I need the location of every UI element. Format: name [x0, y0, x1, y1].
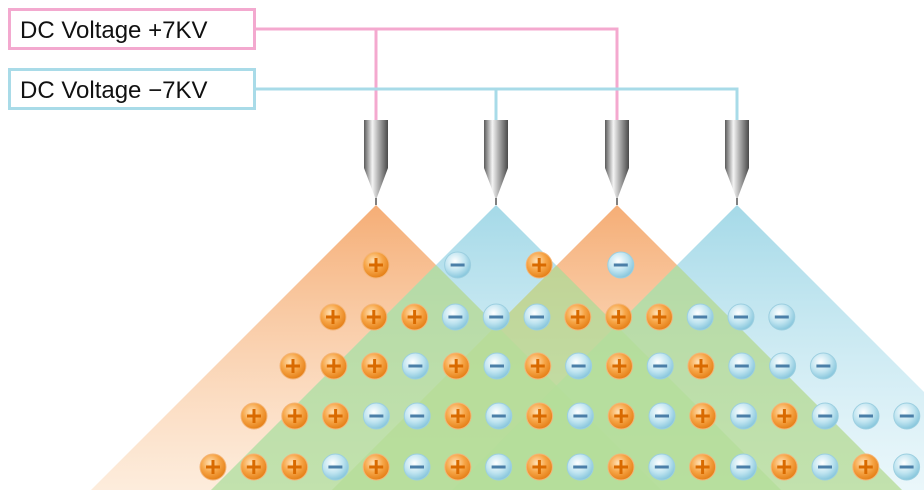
- plus-circle-icon: [362, 251, 390, 279]
- minus-circle-icon: [646, 352, 674, 380]
- plus-circle-icon: [361, 352, 389, 380]
- plus-circle-icon: [199, 453, 227, 481]
- emitter-needle-icon: [364, 120, 388, 205]
- minus-circle-icon: [441, 303, 469, 331]
- nozzles: [364, 120, 749, 205]
- plus-circle-icon: [442, 352, 470, 380]
- minus-circle-icon: [686, 303, 714, 331]
- minus-circle-icon: [403, 453, 431, 481]
- plus-circle-icon: [281, 402, 309, 430]
- minus-circle-icon: [485, 453, 513, 481]
- plus-circle-icon: [444, 453, 472, 481]
- minus-circle-icon: [648, 453, 676, 481]
- minus-circle-icon: [769, 352, 797, 380]
- minus-circle-icon: [401, 352, 429, 380]
- emitter-needle-icon: [484, 120, 508, 205]
- minus-circle-icon: [648, 402, 676, 430]
- plus-circle-icon: [605, 352, 633, 380]
- plus-circle-icon: [526, 402, 554, 430]
- minus-circle-icon: [729, 453, 757, 481]
- minus-circle-icon: [566, 453, 594, 481]
- minus-circle-icon: [485, 402, 513, 430]
- minus-circle-icon: [321, 453, 349, 481]
- ions: [199, 251, 921, 481]
- minus-circle-icon: [566, 402, 594, 430]
- plus-circle-icon: [279, 352, 307, 380]
- plus-circle-icon: [401, 303, 429, 331]
- positive-bus-wire: [256, 27, 619, 120]
- ion-plumes: [91, 205, 924, 490]
- negative-bus-wire: [256, 87, 739, 120]
- emitter-needle-icon: [605, 120, 629, 205]
- minus-circle-icon: [728, 352, 756, 380]
- plus-circle-icon: [852, 453, 880, 481]
- plus-circle-icon: [320, 352, 348, 380]
- minus-circle-icon: [893, 453, 921, 481]
- plus-circle-icon: [525, 251, 553, 279]
- plus-circle-icon: [689, 402, 717, 430]
- plus-circle-icon: [524, 352, 552, 380]
- minus-circle-icon: [809, 352, 837, 380]
- minus-circle-icon: [730, 402, 758, 430]
- minus-circle-icon: [893, 402, 921, 430]
- plus-circle-icon: [444, 402, 472, 430]
- minus-circle-icon: [362, 402, 390, 430]
- plus-circle-icon: [281, 453, 309, 481]
- plus-circle-icon: [607, 402, 635, 430]
- plus-circle-icon: [687, 352, 715, 380]
- plus-circle-icon: [525, 453, 553, 481]
- plus-circle-icon: [770, 402, 798, 430]
- minus-circle-icon: [523, 303, 551, 331]
- minus-circle-icon: [483, 352, 511, 380]
- minus-circle-icon: [403, 402, 431, 430]
- negative-voltage-text: DC Voltage −7KV: [20, 77, 208, 104]
- minus-circle-icon: [768, 303, 796, 331]
- plus-circle-icon: [240, 453, 268, 481]
- minus-circle-icon: [444, 251, 472, 279]
- plus-circle-icon: [605, 303, 633, 331]
- plus-circle-icon: [607, 453, 635, 481]
- plus-circle-icon: [240, 402, 268, 430]
- minus-circle-icon: [607, 251, 635, 279]
- minus-circle-icon: [727, 303, 755, 331]
- minus-circle-icon: [565, 352, 593, 380]
- minus-circle-icon: [482, 303, 510, 331]
- plus-circle-icon: [322, 402, 350, 430]
- positive-voltage-text: DC Voltage +7KV: [20, 17, 208, 44]
- minus-circle-icon: [811, 453, 839, 481]
- plus-circle-icon: [362, 453, 390, 481]
- positive-voltage-label: DC Voltage +7KV: [8, 8, 256, 50]
- negative-voltage-label: DC Voltage −7KV: [8, 68, 256, 110]
- overlap-region: [452, 265, 902, 490]
- minus-circle-icon: [852, 402, 880, 430]
- plus-circle-icon: [645, 303, 673, 331]
- minus-circle-icon: [811, 402, 839, 430]
- plus-circle-icon: [564, 303, 592, 331]
- plus-circle-icon: [360, 303, 388, 331]
- emitter-needle-icon: [725, 120, 749, 205]
- plus-circle-icon: [689, 453, 717, 481]
- plus-circle-icon: [319, 303, 347, 331]
- wiring: [256, 27, 739, 120]
- plus-circle-icon: [770, 453, 798, 481]
